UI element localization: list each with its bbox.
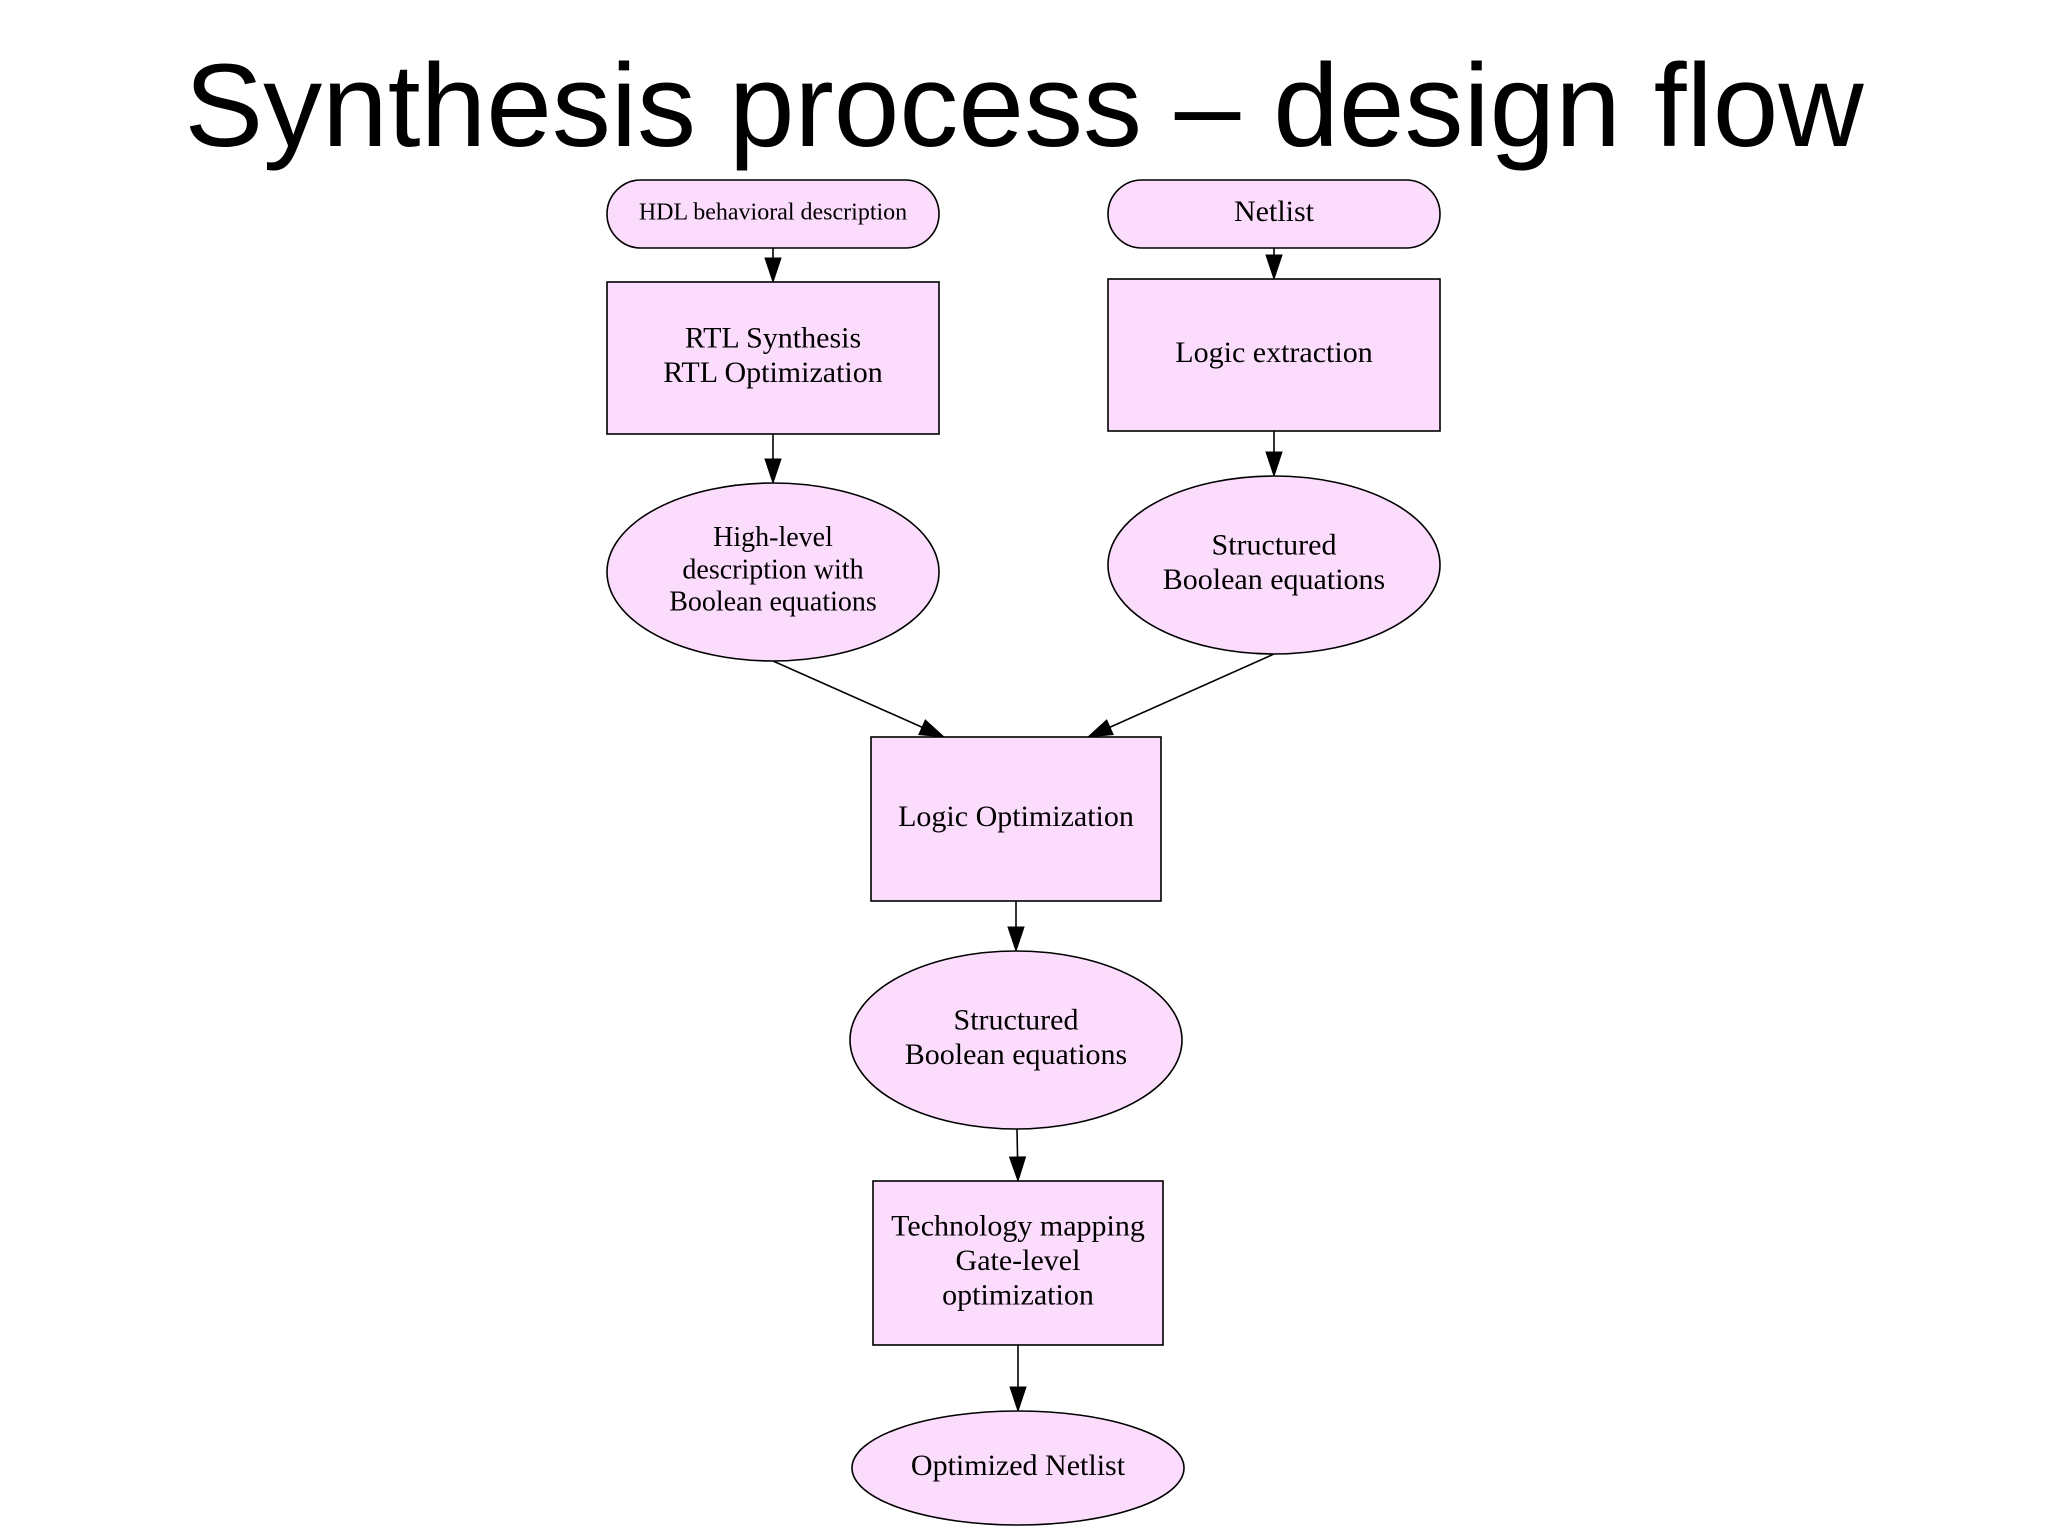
node-shape-stadium xyxy=(1107,179,1441,249)
node-label-line: optimization xyxy=(942,1278,1094,1311)
node-shape-ellipse xyxy=(849,950,1183,1130)
node-label-line: Technology mapping xyxy=(891,1209,1145,1242)
node-hdl: HDL behavioral description xyxy=(606,179,940,249)
node-shape-rect xyxy=(606,281,940,435)
node-logic-extraction: Logic extraction xyxy=(1107,278,1441,432)
arrowhead-icon xyxy=(1008,1156,1027,1183)
node-label-line: HDL behavioral description xyxy=(639,200,907,226)
node-shape-ellipse xyxy=(851,1410,1185,1526)
edge-structured-2-to-tech-map xyxy=(1016,1128,1019,1158)
node-shape-stadium xyxy=(606,179,940,249)
node-label-line: Boolean equations xyxy=(905,1038,1127,1071)
edges-layer xyxy=(764,248,1283,1413)
node-logic-opt: Logic Optimization xyxy=(870,736,1162,902)
edge-high-level-to-logic-opt xyxy=(772,660,923,728)
node-label-line: RTL Optimization xyxy=(663,356,883,389)
node-optimized-netlist: Optimized Netlist xyxy=(851,1410,1185,1526)
node-label-line: Boolean equations xyxy=(669,587,877,618)
slide-title: Synthesis process – design flow xyxy=(184,40,1864,172)
node-netlist: Netlist xyxy=(1107,179,1441,249)
arrowhead-icon xyxy=(1265,451,1283,478)
arrowhead-icon xyxy=(764,458,782,485)
node-shape-rect xyxy=(872,1180,1164,1346)
edge-structured-1-to-logic-opt xyxy=(1109,653,1275,728)
arrowhead-icon xyxy=(1007,926,1025,953)
arrowhead-icon xyxy=(1265,254,1283,281)
arrowhead-icon xyxy=(764,257,782,284)
node-label-line: High-level xyxy=(713,522,833,553)
node-label-line: Netlist xyxy=(1234,195,1315,228)
node-label-line: Structured xyxy=(954,1004,1079,1037)
node-label-line: Gate-level xyxy=(956,1244,1081,1277)
node-shape-ellipse xyxy=(606,482,940,662)
node-label-line: Logic Optimization xyxy=(898,800,1134,833)
node-label-line: description with xyxy=(682,554,863,585)
node-shape-ellipse xyxy=(1107,475,1441,655)
node-label-line: Logic extraction xyxy=(1175,336,1372,369)
node-label-line: Structured xyxy=(1212,529,1337,562)
arrowhead-icon xyxy=(1009,1386,1027,1413)
node-label-line: RTL Synthesis xyxy=(685,322,861,355)
node-label-line: Boolean equations xyxy=(1163,563,1385,596)
arrowhead-icon xyxy=(918,719,946,738)
node-shape-rect xyxy=(1107,278,1441,432)
arrowhead-icon xyxy=(1086,719,1114,738)
node-label-line: Optimized Netlist xyxy=(911,1449,1126,1482)
node-shape-rect xyxy=(870,736,1162,902)
